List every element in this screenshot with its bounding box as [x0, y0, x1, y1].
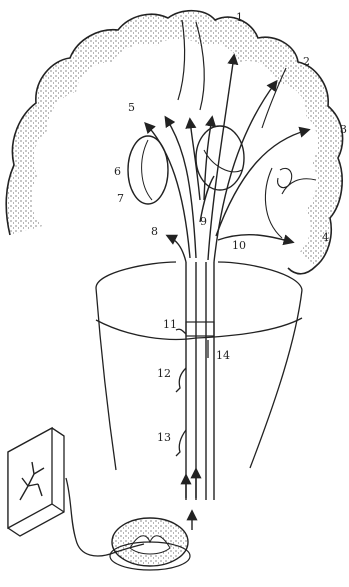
label-3: 3 [340, 124, 347, 135]
label-12: 12 [157, 368, 171, 379]
label-8: 8 [151, 226, 158, 237]
path-to-4 [218, 235, 292, 242]
branch-12 [176, 368, 186, 392]
path-to-3 [216, 130, 308, 236]
branch-11 [176, 329, 186, 334]
receptor-skin-block [8, 428, 64, 536]
brainstem [186, 262, 214, 500]
cylinder-left-side [96, 288, 116, 470]
stem-band [186, 322, 214, 336]
label-7: 7 [117, 193, 124, 204]
spinal-cord-section [110, 518, 190, 570]
cerebral-cortex [6, 11, 342, 274]
branch-13 [176, 430, 186, 456]
label-2: 2 [303, 56, 310, 67]
label-5: 5 [128, 102, 135, 113]
path-to-upper-a [190, 120, 200, 200]
label-14: 14 [216, 350, 230, 361]
brainstem-cylinder [96, 262, 302, 470]
cylinder-right-side [250, 290, 302, 468]
right-nucleus-inner [204, 150, 242, 172]
cylinder-top [96, 262, 302, 290]
path-to-8 [168, 236, 186, 262]
label-13: 13 [157, 432, 171, 443]
label-4: 4 [322, 232, 329, 243]
path-to-1 [208, 56, 234, 260]
gyrus-fold-5 [278, 168, 292, 187]
label-11: 11 [163, 319, 177, 330]
label-10: 10 [232, 240, 246, 251]
ascending-pathways [146, 56, 308, 262]
collateral-branches [176, 329, 208, 456]
temporal-inner-curve [265, 168, 282, 238]
label-6: 6 [114, 166, 121, 177]
label-9: 9 [200, 216, 207, 227]
label-1: 1 [236, 12, 243, 23]
left-nucleus-inner [142, 140, 152, 200]
spinal-ascending-arrows [186, 470, 196, 530]
